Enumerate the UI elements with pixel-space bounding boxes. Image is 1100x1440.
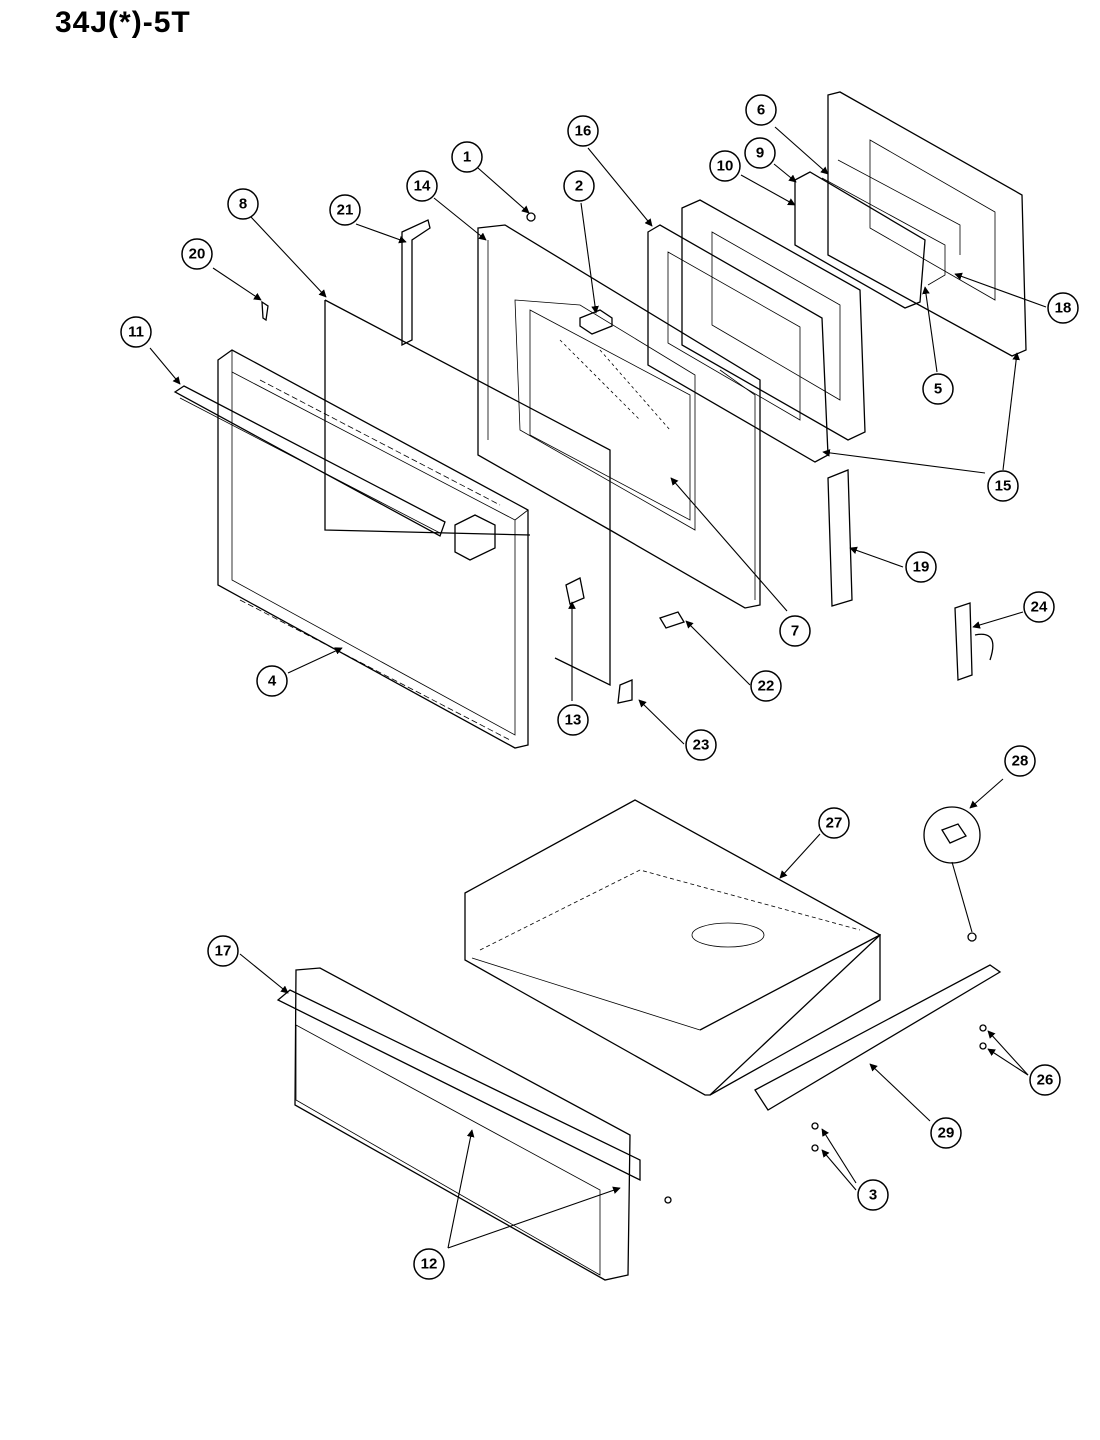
detail-inset	[923, 806, 981, 864]
screw-part	[664, 1196, 672, 1204]
callout-27: 27	[818, 807, 850, 839]
bracket-part	[827, 469, 853, 607]
callout-16: 16	[567, 115, 599, 147]
glass-layer-part	[794, 171, 926, 309]
svg-text:12: 12	[421, 1256, 438, 1273]
callout-17: 17	[207, 935, 239, 967]
callout-29: 29	[930, 1117, 962, 1149]
svg-text:19: 19	[913, 559, 930, 576]
callout-2: 2	[563, 170, 595, 202]
svg-text:1: 1	[463, 149, 471, 166]
screw-part	[979, 1024, 987, 1032]
svg-text:22: 22	[758, 678, 775, 695]
callout-4: 4	[256, 665, 288, 697]
svg-text:10: 10	[717, 158, 734, 175]
door-strip-part	[401, 219, 431, 347]
callout-6: 6	[745, 94, 777, 126]
svg-text:29: 29	[938, 1125, 955, 1142]
callout-3: 3	[857, 1179, 889, 1211]
drawer-box-part	[464, 799, 882, 1096]
callout-26: 26	[1029, 1064, 1061, 1096]
drawer-front-part	[276, 967, 641, 1281]
callout-19: 19	[905, 551, 937, 583]
svg-text:8: 8	[239, 196, 247, 213]
screw-part	[526, 212, 536, 222]
svg-text:2: 2	[575, 178, 583, 195]
callout-5: 5	[922, 373, 954, 405]
svg-text:21: 21	[337, 202, 354, 219]
back-glass-panel-part	[827, 91, 1027, 357]
svg-text:17: 17	[215, 943, 232, 960]
svg-text:6: 6	[757, 102, 765, 119]
callout-8: 8	[227, 188, 259, 220]
spacer-part	[659, 611, 685, 629]
svg-text:5: 5	[934, 381, 942, 398]
svg-text:28: 28	[1012, 753, 1029, 770]
callout-22: 22	[750, 670, 782, 702]
pad-part	[565, 577, 585, 605]
corner-bracket-part	[617, 679, 633, 704]
drawer-slide-part	[754, 964, 1002, 1111]
svg-text:9: 9	[756, 145, 764, 162]
callout-21: 21	[329, 194, 361, 226]
callout-1: 1	[451, 141, 483, 173]
svg-text:16: 16	[575, 123, 592, 140]
callout-14: 14	[406, 170, 438, 202]
glass-gasket-part	[821, 177, 946, 286]
insulation-sheet-part	[324, 299, 611, 687]
callout-7: 7	[779, 615, 811, 647]
diagram-title: 34J(*)-5T	[55, 6, 191, 39]
callout-10: 10	[709, 150, 741, 182]
clip-part	[579, 309, 613, 335]
svg-text:14: 14	[414, 178, 431, 195]
svg-text:13: 13	[565, 712, 582, 729]
svg-text:26: 26	[1037, 1072, 1054, 1089]
inner-door-panel-part	[477, 224, 761, 609]
svg-text:11: 11	[128, 324, 144, 341]
callout-20: 20	[181, 238, 213, 270]
leader-lines	[149, 126, 1047, 1249]
outer-glass-panel-part	[681, 199, 866, 441]
callout-9: 9	[744, 137, 776, 169]
svg-text:3: 3	[869, 1187, 877, 1204]
svg-text:23: 23	[693, 737, 710, 754]
callout-18: 18	[1047, 292, 1079, 324]
screw-part	[967, 932, 977, 942]
callout-15: 15	[987, 470, 1019, 502]
door-handle-part	[173, 385, 446, 537]
callout-13: 13	[557, 704, 589, 736]
screw-part	[811, 1122, 819, 1130]
callout-12: 12	[413, 1248, 445, 1280]
hinge-block-part	[454, 514, 496, 561]
screw-part	[261, 300, 269, 322]
svg-text:18: 18	[1055, 300, 1072, 317]
screw-part	[979, 1042, 987, 1050]
door-hinge-part	[954, 602, 994, 681]
door-frame-part	[217, 349, 529, 749]
svg-text:20: 20	[189, 246, 206, 263]
screw-part	[811, 1144, 819, 1152]
svg-text:4: 4	[268, 673, 277, 690]
svg-text:7: 7	[791, 623, 799, 640]
svg-text:15: 15	[995, 478, 1012, 495]
callout-24: 24	[1023, 591, 1055, 623]
glass-retainer-part	[837, 159, 961, 255]
callout-11: 11	[120, 316, 152, 348]
callout-23: 23	[685, 729, 717, 761]
callout-28: 28	[1004, 745, 1036, 777]
svg-text:24: 24	[1031, 599, 1048, 616]
svg-text:27: 27	[826, 815, 843, 832]
glass-frame-part	[647, 224, 829, 463]
